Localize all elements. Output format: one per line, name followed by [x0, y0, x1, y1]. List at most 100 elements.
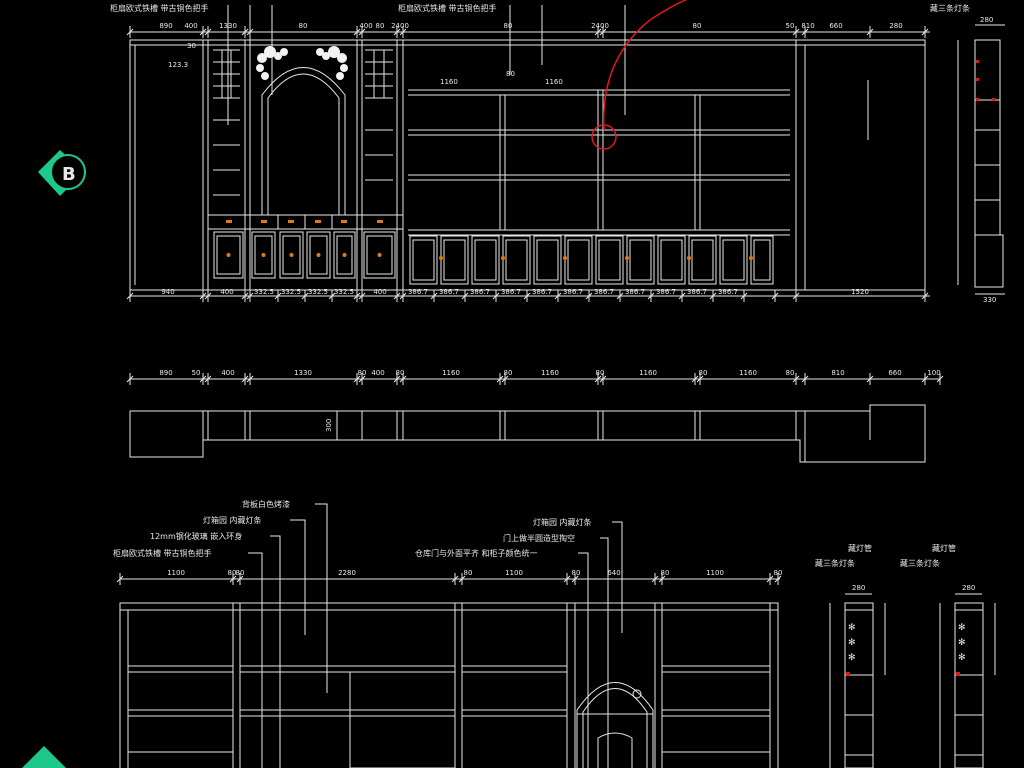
- arched-door: [576, 682, 654, 768]
- door-handle-icon: [625, 256, 629, 260]
- dim-label: 80: [376, 22, 385, 30]
- side-note-sub: 藏三条灯条: [815, 558, 855, 568]
- cabinet-door-panel: [366, 235, 393, 275]
- red-callout-circle: [591, 124, 617, 150]
- door-panel: [597, 732, 633, 768]
- cabinet-door-panel: [505, 239, 528, 281]
- arched-door-inner: [582, 688, 648, 768]
- side-width: 280: [852, 584, 865, 592]
- dim-label: 80: [504, 369, 513, 377]
- door-handle-icon: [687, 256, 691, 260]
- dim-label: 80: [358, 369, 367, 377]
- cabinet-door: [657, 235, 686, 285]
- dim-label: 386.7: [532, 288, 552, 296]
- dim-label: 810: [831, 369, 844, 377]
- bottom-note-6: 门上做半圆造型掏空: [503, 533, 575, 543]
- dim-label: 2400: [391, 22, 409, 30]
- drawer-handle-icon: [315, 220, 321, 223]
- dim-label: 332.5: [308, 288, 328, 296]
- dim-label: 80: [236, 569, 245, 577]
- door-handle-icon: [261, 253, 266, 257]
- dim-label: 386.7: [563, 288, 583, 296]
- cabinet-door: [251, 231, 276, 279]
- dim-label: 100: [927, 369, 940, 377]
- dim-label: 400: [220, 288, 233, 296]
- dim-label: 386.7: [625, 288, 645, 296]
- side-width-dim: 280: [980, 16, 993, 24]
- cabinet-door-panel: [691, 239, 714, 281]
- section-badge-b: B: [38, 150, 86, 196]
- leader-line: [290, 519, 306, 635]
- dim-label: 80: [693, 22, 702, 30]
- section-badge-next: [22, 746, 66, 768]
- dim-label: 400: [371, 369, 384, 377]
- cabinet-door-panel: [474, 239, 497, 281]
- dim-label: 1160: [442, 369, 460, 377]
- dim-label: 50: [192, 369, 201, 377]
- cabinet-door: [279, 231, 304, 279]
- svg-text:✻: ✻: [958, 653, 966, 663]
- plan-depth-dim: 300: [325, 419, 333, 432]
- dim-label: 332.5: [281, 288, 301, 296]
- cabinet-door: [471, 235, 500, 285]
- dim-label: 80: [786, 369, 795, 377]
- top-note-1: 柜扇欧式铁槽 带古铜色把手: [110, 3, 209, 13]
- bottom-side-section-1: 藏灯管 藏三条灯条 280 ✻ ✻ ✻: [815, 543, 886, 768]
- center-arch-inner: [267, 73, 340, 215]
- dim-label: 1100: [505, 569, 523, 577]
- top-note-3: 藏三条灯条: [930, 3, 970, 13]
- dim-label: 332.5: [254, 288, 274, 296]
- dim-label: 386.7: [656, 288, 676, 296]
- dim-label: 386.7: [408, 288, 428, 296]
- arch-ornament-right: [316, 46, 348, 80]
- side-note-title: 藏灯管: [848, 543, 872, 553]
- dim-label: 80: [699, 369, 708, 377]
- bottom-dim-ticks: [126, 290, 929, 302]
- dim-label: 890: [159, 22, 172, 30]
- dim-label: 386.7: [439, 288, 459, 296]
- dim-label: 80: [504, 22, 513, 30]
- cabinet-door: [595, 235, 624, 285]
- top-note-2: 柜扇欧式铁槽 带古铜色把手: [398, 3, 497, 13]
- door-handle-icon: [439, 256, 443, 260]
- door-handle-icon: [342, 253, 347, 257]
- cabinet-door-panel: [216, 235, 241, 275]
- cabinet-door-panel: [254, 235, 273, 275]
- cabinet-door: [333, 231, 356, 279]
- door-handle-icon: [377, 253, 382, 257]
- dim-label: 332.5: [334, 288, 354, 296]
- side-width: 280: [962, 584, 975, 592]
- center-arch: [261, 67, 346, 215]
- cabinet-door-panel: [660, 239, 683, 281]
- leader-line: [248, 552, 263, 768]
- plan-outline: [129, 404, 926, 463]
- cabinet-door-panel: [567, 239, 590, 281]
- dim-label: 80: [464, 569, 473, 577]
- dim-label: 80: [299, 22, 308, 30]
- cabinet-door-panel: [722, 239, 745, 281]
- cabinet-door: [533, 235, 562, 285]
- cabinet-door: [306, 231, 331, 279]
- small-dim: 1160: [440, 78, 458, 86]
- dim-label: 1330: [294, 369, 312, 377]
- dim-label: 386.7: [718, 288, 738, 296]
- leader-line: [270, 535, 281, 768]
- dim-label: 890: [159, 369, 172, 377]
- red-callout-arc: [602, 0, 688, 131]
- cabinet-door: [363, 231, 396, 279]
- leader-line: [600, 537, 609, 768]
- svg-text:✻: ✻: [958, 638, 966, 648]
- cabinet-door-panel: [536, 239, 559, 281]
- dim-label: 2400: [591, 22, 609, 30]
- dim-label: 80: [661, 569, 670, 577]
- door-handle-icon: [501, 256, 505, 260]
- dim-label: 386.7: [594, 288, 614, 296]
- cabinet-door-panel: [629, 239, 652, 281]
- cabinet-door-panel: [336, 235, 353, 275]
- door-handle-icon: [749, 256, 753, 260]
